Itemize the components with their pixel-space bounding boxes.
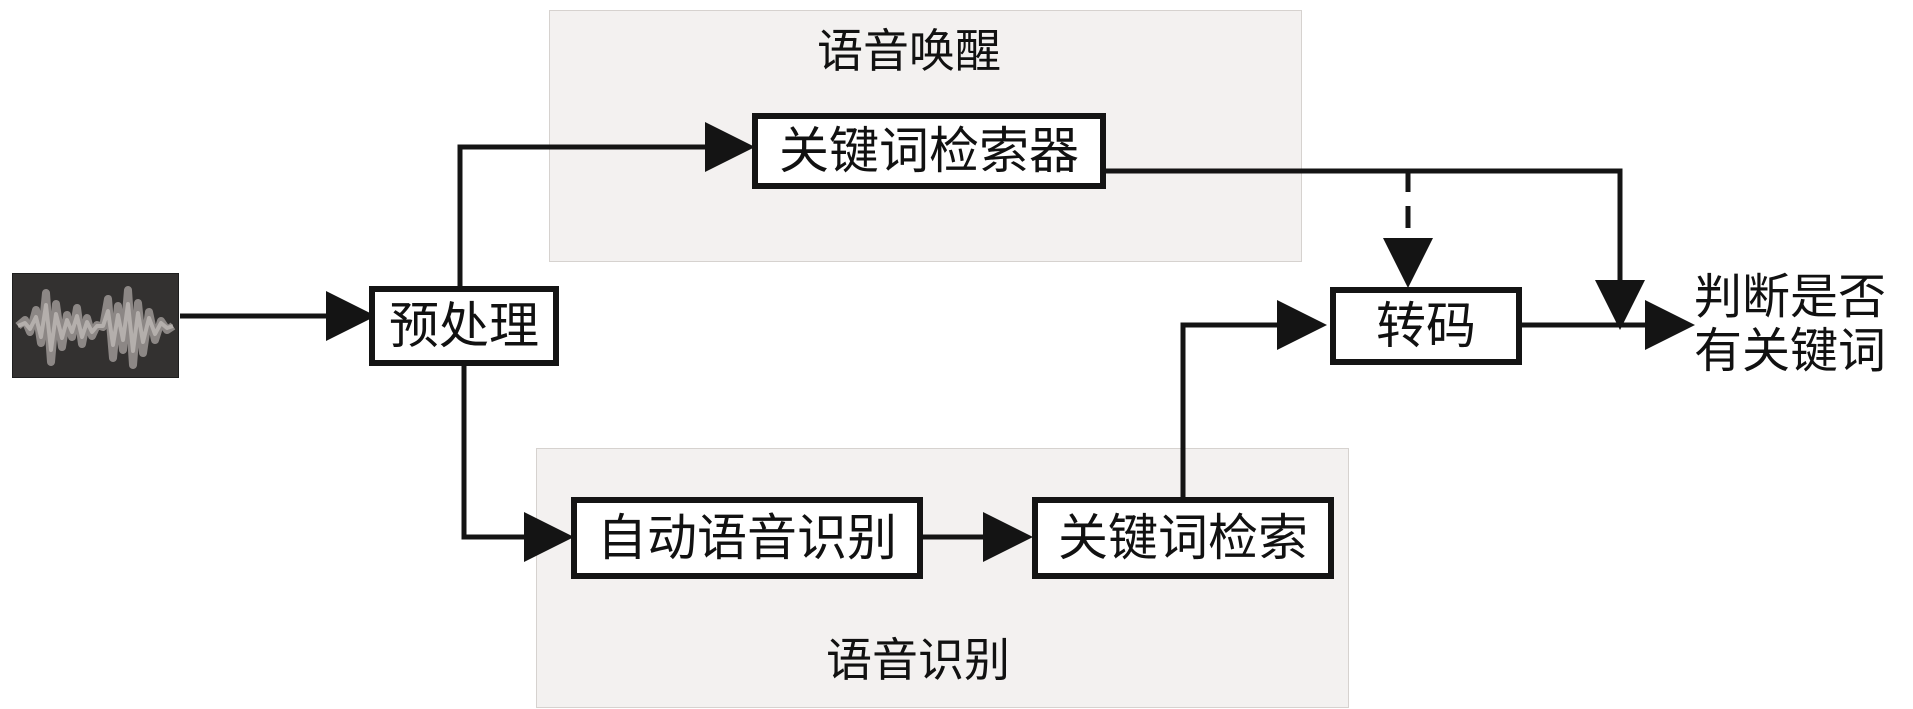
keyword-search-node: 关键词检索 [1032, 497, 1334, 579]
keyword-search-to-transcode-arrow [1180, 300, 1327, 497]
keyword-decision-output: 判断是否 有关键词 [1694, 269, 1887, 379]
preprocess-node: 预处理 [369, 286, 559, 366]
keyword-retriever-node: 关键词检索器 [752, 113, 1106, 189]
auto-speech-recognition-node: 自动语音识别 [571, 497, 923, 579]
speech-recognition-title: 语音识别 [826, 633, 1010, 687]
transcode-node: 转码 [1330, 287, 1522, 365]
keyword-decision-line2: 有关键词 [1694, 322, 1887, 379]
speech-wakeup-title: 语音唤醒 [817, 24, 1001, 78]
keyword-retriever-to-decision-arrow [1106, 168, 1645, 330]
keyword-decision-line1: 判断是否 [1694, 269, 1887, 325]
audio-waveform-icon [12, 273, 179, 378]
preprocess-to-auto-speech-recognition-arrow [461, 365, 574, 562]
preprocess-to-keyword-retriever-arrow [457, 122, 755, 286]
